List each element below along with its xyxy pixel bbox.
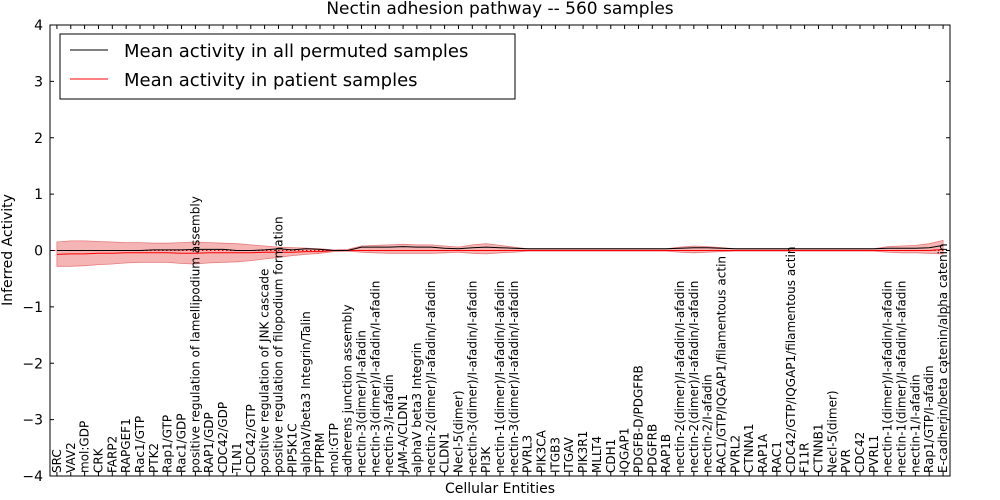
x-tick-label: mol:GDP xyxy=(78,421,92,473)
x-tick-label: adherens junction assembly xyxy=(341,304,355,473)
x-tick-label: nectin-1(dimer)/I-afadin/I-afadin xyxy=(881,281,895,473)
x-tick-label: ITGB3 xyxy=(548,437,562,473)
y-tick-label: 3 xyxy=(34,74,43,90)
x-tick-label: Rap1/GTP xyxy=(161,415,175,473)
x-axis-label: Cellular Entities xyxy=(445,481,555,497)
x-tick-label: RAC1/GTP/IQGAP1/filamentous actin xyxy=(715,256,729,473)
x-tick-label: MLLT4 xyxy=(590,436,604,473)
x-tick-label: nectin-1/I-afadin xyxy=(908,374,922,473)
x-tick-label: nectin-2/I-afadin xyxy=(701,374,715,473)
x-tick-label: E-cadherin/beta catenin/alpha catenin xyxy=(936,243,950,473)
y-tick-label: 1 xyxy=(34,187,43,203)
x-tick-label: CRK xyxy=(92,447,106,473)
x-tick-label: alphaV beta3 Integrin xyxy=(410,342,424,473)
plot-area xyxy=(50,239,950,267)
x-tick-label: CDC42/GTP/IQGAP1/filamentous actin xyxy=(784,247,798,473)
x-tick-label: ITGAV xyxy=(562,436,576,473)
y-tick-label: 0 xyxy=(34,244,43,260)
x-tick-label: nectin-2(dimer)/I-afadin/I-afadin xyxy=(673,281,687,473)
x-tick-label: RAP1B xyxy=(659,434,673,473)
series-line-permuted xyxy=(56,244,944,251)
x-tick-label: RAP1A xyxy=(756,433,770,473)
x-tick-label: positive regulation of filopodium format… xyxy=(272,216,286,473)
patient-band xyxy=(56,239,944,267)
x-tick-label: VAV2 xyxy=(64,442,78,473)
x-tick-label: FARP2 xyxy=(105,436,119,473)
x-tick-label: positive regulation of JNK cascade xyxy=(258,269,272,473)
x-tick-label: Rac1/GDP xyxy=(175,414,189,473)
y-axis: 4 3 2 1 0 −1 −2 −3 −4 xyxy=(22,18,950,485)
y-axis-label: Inferred Activity xyxy=(0,194,16,306)
x-tick-label: nectin-2(dimer)/I-afadin/I-afadin xyxy=(424,281,438,473)
x-tick-label: Rac1/GTP xyxy=(133,416,147,473)
y-tick-label: 4 xyxy=(34,18,43,34)
x-tick-label: PTK2 xyxy=(147,443,161,473)
x-tick-label: nectin-1(dimer)/I-afadin/I-afadin xyxy=(895,281,909,473)
x-tick-label: nectin-3(dimer)/I-afadin/I-afadin xyxy=(507,281,521,473)
x-tick-label: CDH1 xyxy=(604,439,618,473)
y-tick-label: 2 xyxy=(34,131,43,147)
x-tick-label: RAPGEF1 xyxy=(119,418,133,473)
x-tick-label: PIP5K1C xyxy=(285,423,299,473)
x-tick-label: alphaV/beta3 Integrin/Talin xyxy=(299,311,313,473)
x-tick-label: TLN1 xyxy=(230,442,244,474)
x-tick-label: CTNNA1 xyxy=(742,423,756,473)
x-tick-label: PIK3R1 xyxy=(576,431,590,473)
x-tick-label: nectin-3/I-afadin xyxy=(382,374,396,473)
x-tick-label: JAM-A/CLDN1 xyxy=(396,394,410,474)
legend: Mean activity in all permuted samples Me… xyxy=(59,33,516,100)
x-tick-label: PVRL2 xyxy=(728,435,742,473)
x-tick-label: Rap1/GTP/I-afadin xyxy=(922,365,936,473)
legend-box xyxy=(59,33,516,100)
x-tick-label: PI3K xyxy=(479,446,493,473)
x-tick-label: RAC1 xyxy=(770,441,784,473)
x-tick-label: nectin-1(dimer)/I-afadin/I-afadin xyxy=(493,281,507,473)
x-tick-label: Necl-5(dimer) xyxy=(452,390,466,473)
x-tick-label: nectin-3(dimer)/I-afadin/I-afadin xyxy=(465,281,479,473)
x-tick-label: PVRL3 xyxy=(521,435,535,473)
x-tick-label: nectin-2(dimer)/I-afadin/I-afadin xyxy=(687,281,701,473)
series-line-patient xyxy=(56,248,944,255)
x-tick-label: nectin-3(dimer)/I-afadin xyxy=(355,330,369,473)
x-tick-label: nectin-3(dimer)/I-afadin/I-afadin xyxy=(368,281,382,473)
x-tick-label: PTPRM xyxy=(313,433,327,474)
x-tick-label: CDC42/GTP xyxy=(244,404,258,473)
chart-title: Nectin adhesion pathway -- 560 samples xyxy=(326,0,673,19)
x-tick-label: CDC42 xyxy=(853,432,867,473)
x-tick-label: SRC xyxy=(50,449,64,473)
x-tick-label: IQGAP1 xyxy=(618,428,632,473)
x-tick-label: RAP1/GDP xyxy=(202,412,216,473)
x-tick-label: CDC42/GDP xyxy=(216,402,230,473)
x-tick-label: F11R xyxy=(798,442,812,473)
x-tick-label: CLDN1 xyxy=(438,432,452,473)
x-tick-label: mol:GTP xyxy=(327,423,341,473)
legend-label-patient: Mean activity in patient samples xyxy=(124,70,418,91)
y-tick-label: −2 xyxy=(22,356,43,372)
x-tick-label: Necl-5(dimer) xyxy=(825,390,839,473)
x-tick-label: CTNNB1 xyxy=(812,423,826,473)
x-tick-label: positive regulation of lamellipodium ass… xyxy=(188,196,202,473)
y-tick-label: −1 xyxy=(22,300,43,316)
y-tick-label: −3 xyxy=(22,413,43,429)
y-tick-label: −4 xyxy=(22,469,43,485)
legend-label-permuted: Mean activity in all permuted samples xyxy=(124,41,468,62)
x-tick-label: PVR xyxy=(839,449,853,473)
x-tick-label: PVRL1 xyxy=(867,435,881,473)
x-tick-label: PDGFRB xyxy=(645,424,659,473)
x-tick-label: PDGFB-D/PDGFRB xyxy=(632,365,646,473)
x-tick-label: PIK3CA xyxy=(535,429,549,473)
